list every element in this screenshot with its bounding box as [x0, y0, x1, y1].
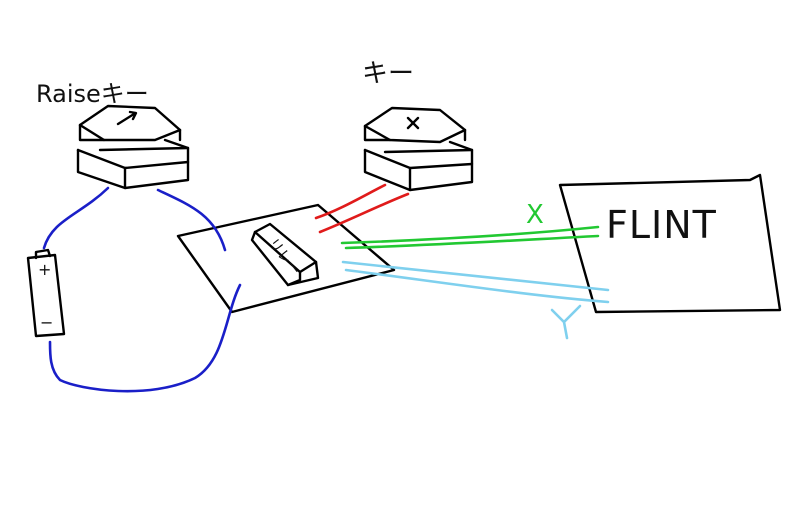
battery-plus-label: +	[38, 260, 51, 279]
flint-box	[558, 173, 782, 314]
svg-text:Y: Y	[0, 0, 1, 1]
key-wires	[314, 183, 410, 234]
circuit-board	[176, 203, 396, 314]
key-switch	[363, 106, 474, 192]
y-wires	[341, 260, 610, 304]
relay-label: リレー	[265, 236, 303, 279]
key-label: キー	[362, 59, 414, 89]
raise-key-switch	[76, 104, 190, 190]
y-wire-label: Y	[0, 0, 582, 340]
raise-key-label: Raiseキー	[36, 80, 149, 108]
power-wires	[42, 186, 242, 393]
relay-component: リレー	[250, 222, 320, 287]
x-wire-label: X	[526, 200, 544, 230]
flint-label: FLINT	[606, 203, 717, 247]
battery: + −	[26, 248, 66, 338]
battery-minus-label: −	[40, 313, 53, 332]
x-wires	[340, 225, 600, 250]
